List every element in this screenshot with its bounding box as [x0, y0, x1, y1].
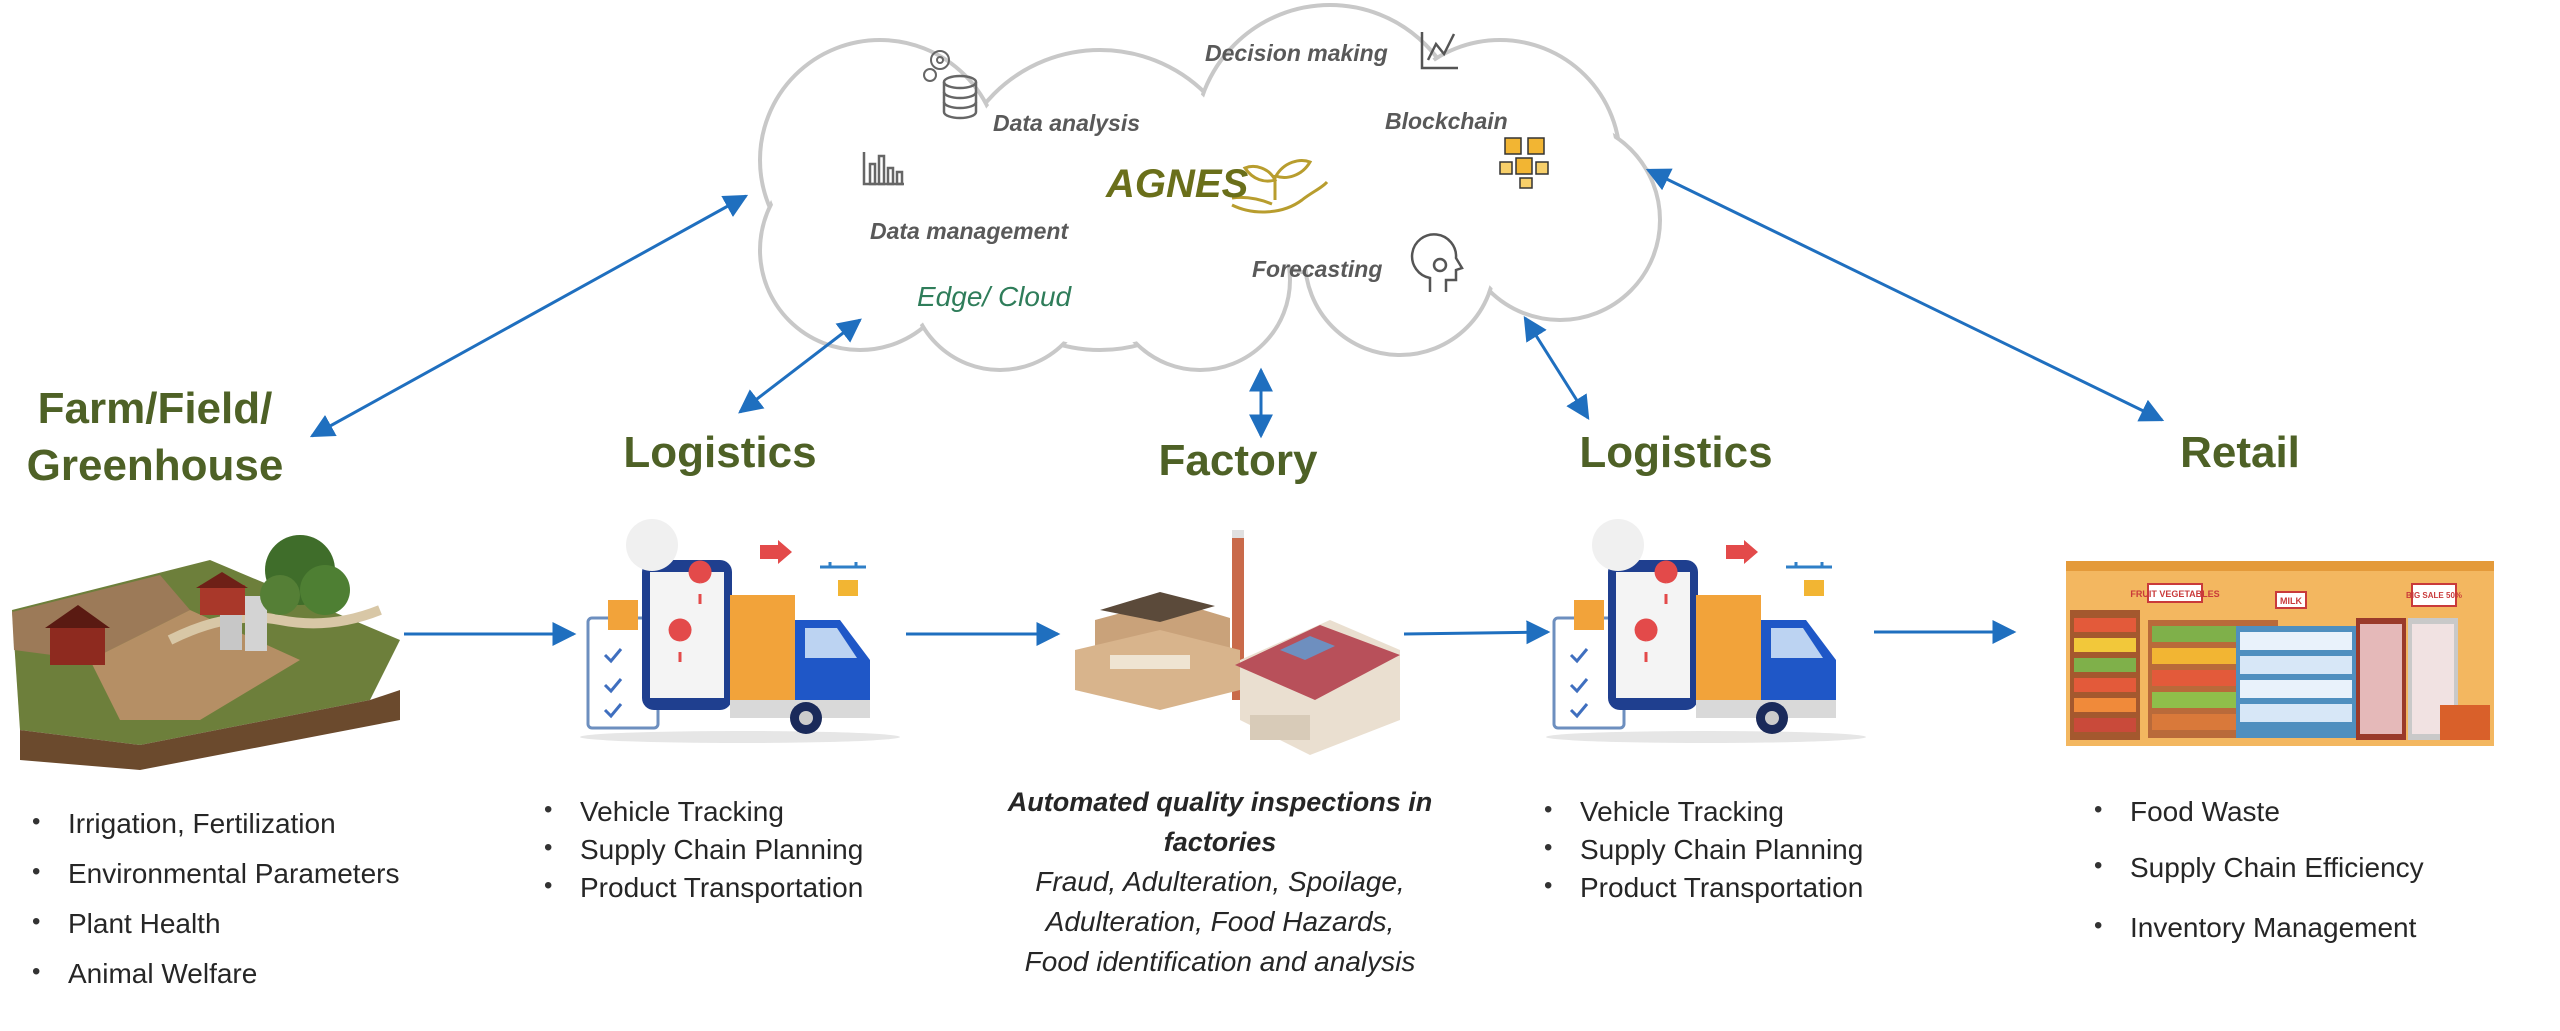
logistics-right-bullet: Supply Chain Planning	[1544, 834, 1863, 866]
factory-heading-line2: factories	[1163, 827, 1277, 857]
stage-title-logistics-left: Logistics	[623, 428, 817, 477]
factory-heading-line1: Automated quality inspections in	[1007, 787, 1433, 817]
logistics-left-bullets: Vehicle Tracking Supply Chain Planning P…	[544, 796, 863, 904]
blocks-icon	[1499, 137, 1549, 189]
farm-bullet: Irrigation, Fertilization	[32, 808, 399, 840]
label-edge-cloud: Edge/ Cloud	[917, 281, 1072, 312]
stage-title-retail: Retail	[2180, 428, 2300, 477]
label-agnes: AGNES	[1106, 162, 1249, 206]
arrow-factory-logistics	[1403, 620, 1551, 645]
retail-bullets: Food Waste Supply Chain Efficiency Inven…	[2094, 796, 2424, 944]
retail-bullet: Supply Chain Efficiency	[2094, 852, 2424, 884]
factory-description: Automated quality inspections in factori…	[1000, 782, 1440, 982]
factory-detail-line3: Food identification and analysis	[1024, 946, 1416, 977]
label-data-management: Data management	[870, 218, 1069, 244]
line-chart-icon	[1420, 32, 1458, 70]
bar-chart-icon	[862, 152, 904, 186]
label-decision-making: Decision making	[1205, 40, 1388, 66]
logistics-right-bullet: Vehicle Tracking	[1544, 796, 1863, 828]
stage-title-farm-line1: Farm/Field/	[37, 384, 273, 433]
head-gears-icon	[1410, 233, 1464, 292]
shelf-left	[2070, 610, 2140, 740]
label-forecasting: Forecasting	[1252, 256, 1383, 282]
cloud-arrows	[309, 168, 2165, 439]
stage-title-farm-line2: Greenhouse	[26, 441, 284, 491]
shelf-fridge	[2356, 618, 2458, 740]
logistics-left-illustration	[580, 519, 900, 743]
retail-sign-sale: BIG SALE 50%	[2406, 591, 2462, 600]
logistics-right-bullet: Product Transportation	[1544, 872, 1863, 904]
label-data-analysis: Data analysis	[993, 110, 1141, 136]
arrow-farm-cloud	[309, 194, 749, 438]
factory-detail-line2: Adulteration, Food Hazards,	[1045, 906, 1395, 937]
shelf-milk	[2236, 626, 2356, 738]
database-icon	[942, 74, 978, 120]
stage-title-factory: Factory	[1158, 436, 1318, 485]
retail-sign-fruit: FRUIT VEGETABLES	[2130, 589, 2219, 599]
farm-bullet: Plant Health	[32, 908, 399, 940]
retail-illustration: FRUIT VEGETABLES MILK BIG SALE 50%	[2066, 561, 2494, 746]
stage-title-farm: Farm/Field/ Greenhouse	[10, 380, 300, 494]
logistics-left-bullet: Vehicle Tracking	[544, 796, 863, 828]
farm-bullet: Animal Welfare	[32, 958, 399, 990]
arrow-retail-cloud	[1645, 168, 2165, 422]
arrow-logistics-right-cloud	[1523, 315, 1590, 421]
label-blockchain: Blockchain	[1385, 108, 1508, 134]
logistics-left-bullet: Product Transportation	[544, 872, 863, 904]
factory-detail-line1: Fraud, Adulteration, Spoilage,	[1035, 866, 1405, 897]
farm-illustration	[12, 535, 400, 770]
farm-bullet: Environmental Parameters	[32, 858, 400, 890]
logistics-left-bullet: Supply Chain Planning	[544, 834, 863, 866]
arrow-logistics-left-cloud	[738, 318, 862, 414]
logistics-right-illustration	[1546, 519, 1866, 743]
gear-icon	[923, 50, 950, 82]
retail-bullet: Inventory Management	[2094, 912, 2424, 944]
logistics-right-bullets: Vehicle Tracking Supply Chain Planning P…	[1544, 796, 1863, 904]
retail-sign-milk: MILK	[2280, 596, 2302, 606]
plant-hand-icon	[1231, 159, 1329, 214]
factory-illustration	[1075, 530, 1400, 755]
flow-arrows	[404, 620, 2017, 646]
farm-bullets: Irrigation, Fertilization Environmental …	[32, 808, 400, 990]
retail-bullet: Food Waste	[2094, 796, 2424, 828]
stage-title-logistics-right: Logistics	[1579, 428, 1773, 477]
